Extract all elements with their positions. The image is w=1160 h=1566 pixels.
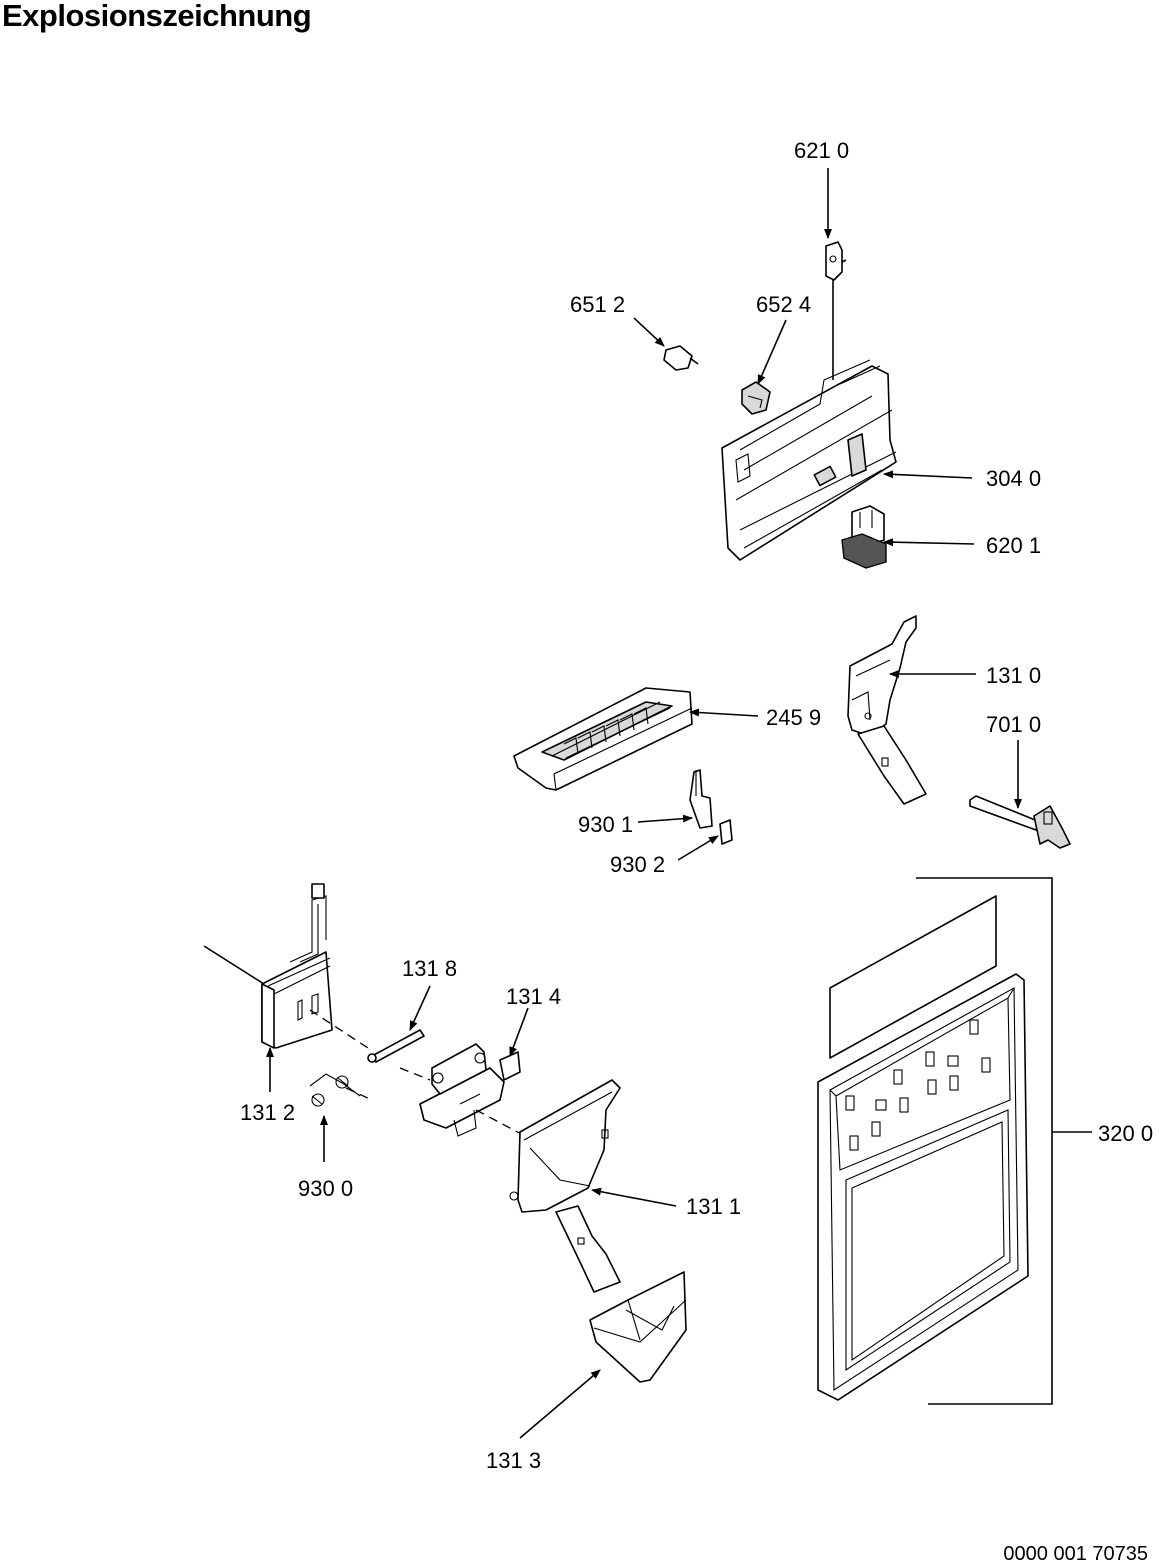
part-131-4-hinge [419, 1043, 521, 1137]
leader-line-module [203, 945, 265, 985]
label-651-2: 651 2 [570, 292, 625, 317]
label-304-0: 304 0 [986, 466, 1041, 491]
label-621-0: 621 0 [794, 138, 849, 163]
part-131-2-module [261, 883, 333, 1049]
label-131-1: 131 1 [686, 1194, 741, 1219]
part-320-0-front-panel [817, 895, 1029, 1401]
part-652-4-lamp-holder [741, 381, 771, 415]
leader-arrows [266, 168, 1022, 1439]
page-title: Explosionszeichnung [2, 0, 312, 33]
label-930-0: 930 0 [298, 1176, 353, 1201]
arrow-131-4 [509, 1007, 529, 1057]
part-930-2-plate [719, 819, 733, 845]
part-651-2-lamp [663, 345, 699, 371]
arrow-245-9 [689, 708, 759, 717]
part-131-3-funnel [589, 1271, 687, 1383]
part-245-9-tray [513, 687, 693, 791]
arrow-930-2 [677, 835, 719, 861]
label-131-8: 131 8 [402, 956, 457, 981]
label-652-4: 652 4 [756, 292, 811, 317]
part-labels: 621 0 651 2 652 4 304 0 620 1 131 0 245 … [240, 138, 1153, 1473]
assembly-line-1 [309, 1009, 369, 1049]
label-620-1: 620 1 [986, 533, 1041, 558]
part-131-0-lever [847, 615, 927, 805]
label-930-2: 930 2 [610, 852, 665, 877]
part-930-0-spring [309, 1073, 361, 1107]
part-131-1-actuator [509, 1079, 621, 1293]
label-701-0: 701 0 [986, 712, 1041, 737]
arrow-620-1 [883, 538, 975, 547]
arrow-652-4 [757, 319, 787, 385]
part-131-8-pin [367, 1029, 425, 1063]
label-131-4: 131 4 [506, 984, 561, 1009]
part-620-1-switch [841, 505, 887, 569]
label-131-3: 131 3 [486, 1448, 541, 1473]
bracket-320-0 [916, 877, 1053, 1405]
part-930-1-clip [689, 769, 713, 829]
part-621-0-microswitch [825, 241, 847, 281]
arrow-304-0 [883, 470, 973, 479]
arrow-131-8 [409, 985, 431, 1031]
assembly-line-3 [345, 1087, 373, 1101]
arrow-930-1 [637, 814, 693, 823]
panel-buttons [845, 1019, 991, 1151]
label-930-1: 930 1 [578, 812, 633, 837]
part-701-0-shaft [969, 795, 1071, 849]
part-304-0-housing [721, 359, 897, 561]
arrow-131-3 [519, 1369, 601, 1439]
label-131-2: 131 2 [240, 1100, 295, 1125]
assembly-line-2 [399, 1067, 431, 1081]
arrow-131-1 [591, 1187, 677, 1207]
document-number: 0000 001 70735 [1003, 1543, 1148, 1565]
arrow-651-2 [633, 317, 665, 347]
label-320-0: 320 0 [1098, 1121, 1153, 1146]
label-131-0: 131 0 [986, 663, 1041, 688]
label-245-9: 245 9 [766, 705, 821, 730]
